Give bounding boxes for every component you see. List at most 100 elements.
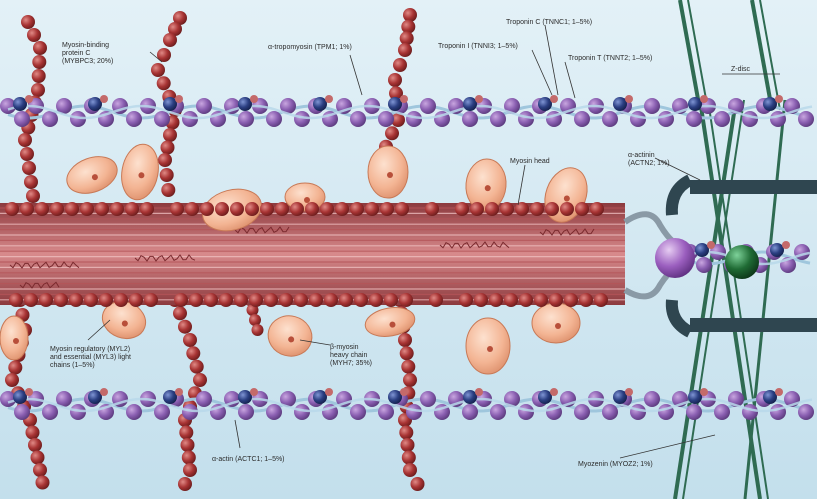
actin-bead [630, 404, 646, 420]
actin-bead [602, 111, 618, 127]
troponin-subunit [175, 388, 183, 396]
actin-bead [350, 111, 366, 127]
actin-bead [378, 404, 394, 420]
chain-bead [181, 438, 195, 452]
myosin-bead [380, 202, 394, 216]
myosin-bead [50, 202, 64, 216]
label-mybpc3: Myosin-binding protein C (MYBPC3; 20%) [62, 42, 113, 66]
chain-bead [249, 314, 261, 326]
actin-bead [686, 111, 702, 127]
chain-bead [178, 320, 192, 334]
myosin-bead [69, 293, 83, 307]
myosin-bead [575, 202, 589, 216]
myosin-bead [564, 293, 578, 307]
actin-bead [126, 404, 142, 420]
troponin-subunit [475, 388, 483, 396]
actin-bead [196, 98, 212, 114]
actin-bead [14, 404, 30, 420]
actin-bead [462, 111, 478, 127]
label-myh7-line3: (MYH7; 35%) [330, 360, 372, 368]
myosin-bead [365, 202, 379, 216]
troponin-bead [538, 97, 552, 111]
chain-bead [163, 33, 177, 47]
chain-bead [5, 373, 19, 387]
troponin-subunit [250, 95, 258, 103]
troponin-bead [88, 97, 102, 111]
label-mybpc3-line3: (MYBPC3; 20%) [62, 58, 113, 66]
label-actn2: α-actinin (ACTN2; 1%) [628, 152, 670, 168]
troponin-bead [613, 390, 627, 404]
troponin-bead [13, 97, 27, 111]
myosin-bead [290, 202, 304, 216]
actin-bead [574, 404, 590, 420]
myosin-bead [429, 293, 443, 307]
myosin-bead [534, 293, 548, 307]
actin-bead [196, 391, 212, 407]
myosin-bead [230, 202, 244, 216]
chain-bead [27, 28, 41, 42]
alpha-actinin-ball [655, 238, 695, 278]
chain-bead [161, 183, 175, 197]
chain-bead [32, 69, 46, 83]
actin-bead [714, 404, 730, 420]
label-myl-line1: Myosin regulatory (MYL2) [50, 346, 131, 354]
chain-bead [8, 361, 22, 375]
myosin-bead [504, 293, 518, 307]
label-zdisc: Z-disc [731, 66, 750, 74]
myosin-bead [459, 293, 473, 307]
chain-bead [151, 63, 165, 77]
troponin-subunit [775, 388, 783, 396]
label-mybpc3-line1: Myosin-binding [62, 42, 113, 50]
myosin-bead [35, 202, 49, 216]
chain-bead [179, 426, 193, 440]
myosin-bead [9, 293, 23, 307]
troponin-subunit [100, 388, 108, 396]
troponin-bead [163, 97, 177, 111]
chain-bead [403, 373, 417, 387]
chain-bead [183, 463, 197, 477]
troponin-subunit [400, 388, 408, 396]
myosin-bead [279, 293, 293, 307]
chain-bead [21, 15, 35, 29]
chain-bead [193, 373, 207, 387]
myosin-bead [264, 293, 278, 307]
head-body [368, 146, 408, 198]
head-site [555, 323, 561, 329]
myosin-bead [545, 202, 559, 216]
actin-bead [574, 111, 590, 127]
chain-bead [20, 147, 34, 161]
chain-bead [385, 126, 399, 140]
myosin-bead [99, 293, 113, 307]
myosin-bead [125, 202, 139, 216]
chain-bead [393, 58, 407, 72]
actin-bead [798, 404, 814, 420]
troponin-subunit [175, 95, 183, 103]
myosin-head [532, 303, 580, 343]
myosin-bead [24, 293, 38, 307]
actin-bead [462, 404, 478, 420]
label-myh7-line1: β-myosin [330, 344, 372, 352]
label-myh7-line2: heavy chain [330, 352, 372, 360]
myosin-bead [245, 202, 259, 216]
actin-bead [644, 391, 660, 407]
chain-bead [403, 8, 417, 22]
actin-bead [602, 404, 618, 420]
troponin-bead [763, 97, 777, 111]
troponin-bead [13, 390, 27, 404]
myosin-bead [320, 202, 334, 216]
actin-bead [420, 98, 436, 114]
label-actn2-line2: (ACTN2; 1%) [628, 160, 670, 168]
myosin-bead [219, 293, 233, 307]
myosin-bead [65, 202, 79, 216]
label-actn2-line1: α-actinin [628, 152, 670, 160]
myosin-bead [204, 293, 218, 307]
troponin-subunit [25, 95, 33, 103]
myosin-bead [200, 202, 214, 216]
actin-bead [490, 404, 506, 420]
myosin-bead [305, 202, 319, 216]
label-tnni3: Troponin I (TNNI3; 1–5%) [438, 43, 518, 51]
troponin-bead [388, 390, 402, 404]
troponin-subunit [325, 388, 333, 396]
troponin-subunit [550, 388, 558, 396]
chain-bead [163, 128, 177, 142]
